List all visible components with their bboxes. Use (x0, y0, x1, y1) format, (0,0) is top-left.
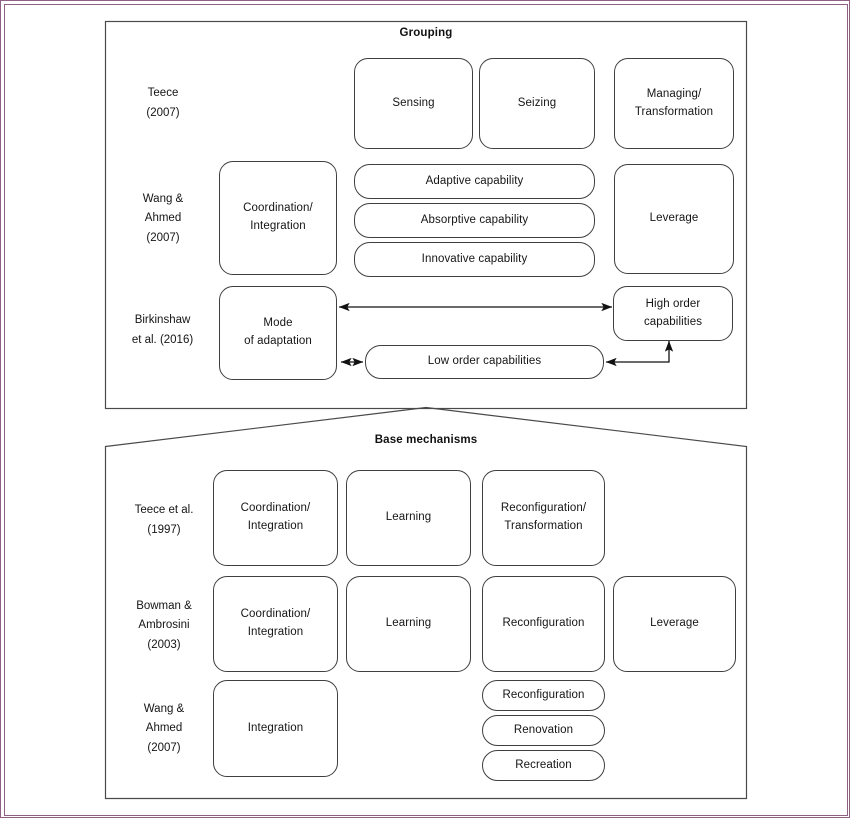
node-high-order-capabilities[interactable]: High order capabilities (613, 286, 733, 341)
node-reconfiguration-wang[interactable]: Reconfiguration (482, 680, 605, 711)
node-reconfiguration-bowman[interactable]: Reconfiguration (482, 576, 605, 672)
node-coordination-integration-teece-1997[interactable]: Coordination/ Integration (213, 470, 338, 566)
row-label-line-1: Bowman & (136, 599, 192, 612)
node-label: Recreation (515, 758, 572, 771)
node-label-line-2: Transformation (504, 520, 583, 532)
node-label-line-1: Coordination/ (243, 202, 313, 215)
grouping-panel-title: Grouping (399, 27, 453, 39)
node-label-line-2: Integration (250, 220, 306, 232)
node-leverage-bowman[interactable]: Leverage (613, 576, 736, 672)
node-label: Absorptive capability (420, 213, 529, 226)
row-label-line-3: (2007) (147, 741, 181, 754)
node-label: Integration (247, 721, 304, 734)
node-label: Seizing (517, 96, 557, 109)
row-label-line-2: Ambrosini (138, 619, 190, 632)
row-label-line-2: Ahmed (144, 212, 182, 225)
node-renovation-wang[interactable]: Renovation (482, 715, 605, 746)
node-label: Learning (385, 511, 432, 524)
row-label-line-1: Wang & (143, 702, 185, 715)
node-label-line-1: High order (645, 297, 701, 310)
node-label: Innovative capability (421, 252, 528, 265)
node-label-line-1: Coordination/ (240, 608, 311, 621)
row-label-bowman-ambrosini-2003: Bowman & Ambrosini (2003) (113, 596, 215, 656)
row-label-line-3: (2003) (147, 638, 181, 651)
base-mechanisms-panel-title: Base mechanisms (374, 434, 478, 446)
node-label: Low order capabilities (427, 355, 542, 368)
node-label-line-2: Integration (247, 626, 304, 638)
node-coordination-integration-bowman[interactable]: Coordination/ Integration (213, 576, 338, 672)
node-label-line-2: capabilities (643, 315, 703, 328)
node-innovative-capability[interactable]: Innovative capability (354, 242, 595, 277)
node-learning-teece-1997[interactable]: Learning (346, 470, 471, 566)
row-label-line-2: (2007) (146, 107, 180, 119)
node-label: Reconfiguration (502, 617, 585, 630)
node-mode-of-adaptation[interactable]: Mode of adaptation (219, 286, 337, 380)
row-label-line-2: Ahmed (145, 722, 183, 735)
node-label-line-2: Transformation (634, 105, 714, 118)
row-label-line-1: Teece (147, 87, 179, 100)
node-label-line-1: Reconfiguration/ (500, 502, 587, 515)
node-label: Leverage (649, 212, 699, 225)
row-label-line-3: (2007) (146, 231, 180, 244)
row-label-line-1: Wang & (142, 192, 184, 205)
row-label-birkinshaw-2016: Birkinshaw et al. (2016) (105, 306, 220, 356)
row-label-teece-2007: Teece (2007) (113, 75, 213, 133)
node-managing-transformation[interactable]: Managing/ Transformation (614, 58, 734, 149)
node-label: Renovation (513, 723, 574, 736)
node-adaptive-capability[interactable]: Adaptive capability (354, 164, 595, 199)
row-label-line-2: (1997) (147, 524, 181, 536)
node-label-line-1: Coordination/ (240, 502, 311, 515)
node-reconfiguration-transformation[interactable]: Reconfiguration/ Transformation (482, 470, 605, 566)
node-label-line-1: Mode (263, 317, 293, 330)
row-label-line-2: et al. (2016) (131, 334, 194, 346)
node-label-line-2: Integration (247, 520, 304, 532)
row-label-wang-ahmed-2007: Wang & Ahmed (2007) (113, 189, 213, 249)
node-absorptive-capability[interactable]: Absorptive capability (354, 203, 595, 238)
node-low-order-capabilities[interactable]: Low order capabilities (365, 345, 604, 379)
node-label: Adaptive capability (425, 174, 524, 187)
node-label: Learning (385, 617, 432, 630)
row-label-teece-et-al-1997: Teece et al. (1997) (113, 501, 215, 541)
node-coordination-integration-grouping[interactable]: Coordination/ Integration (219, 161, 337, 275)
node-label: Reconfiguration (502, 688, 585, 701)
node-recreation-wang[interactable]: Recreation (482, 750, 605, 781)
row-label-line-1: Birkinshaw (134, 314, 191, 327)
row-label-line-1: Teece et al. (134, 504, 194, 517)
node-sensing[interactable]: Sensing (354, 58, 473, 149)
node-label-line-1: Managing/ (646, 87, 702, 100)
node-learning-bowman[interactable]: Learning (346, 576, 471, 672)
row-label-wang-ahmed-2007-base: Wang & Ahmed (2007) (113, 699, 215, 759)
node-seizing[interactable]: Seizing (479, 58, 595, 149)
node-label-line-2: of adaptation (244, 335, 312, 347)
node-label: Leverage (650, 617, 699, 630)
node-leverage-grouping[interactable]: Leverage (614, 164, 734, 274)
node-label: Sensing (392, 96, 435, 109)
node-integration-wang[interactable]: Integration (213, 680, 338, 777)
